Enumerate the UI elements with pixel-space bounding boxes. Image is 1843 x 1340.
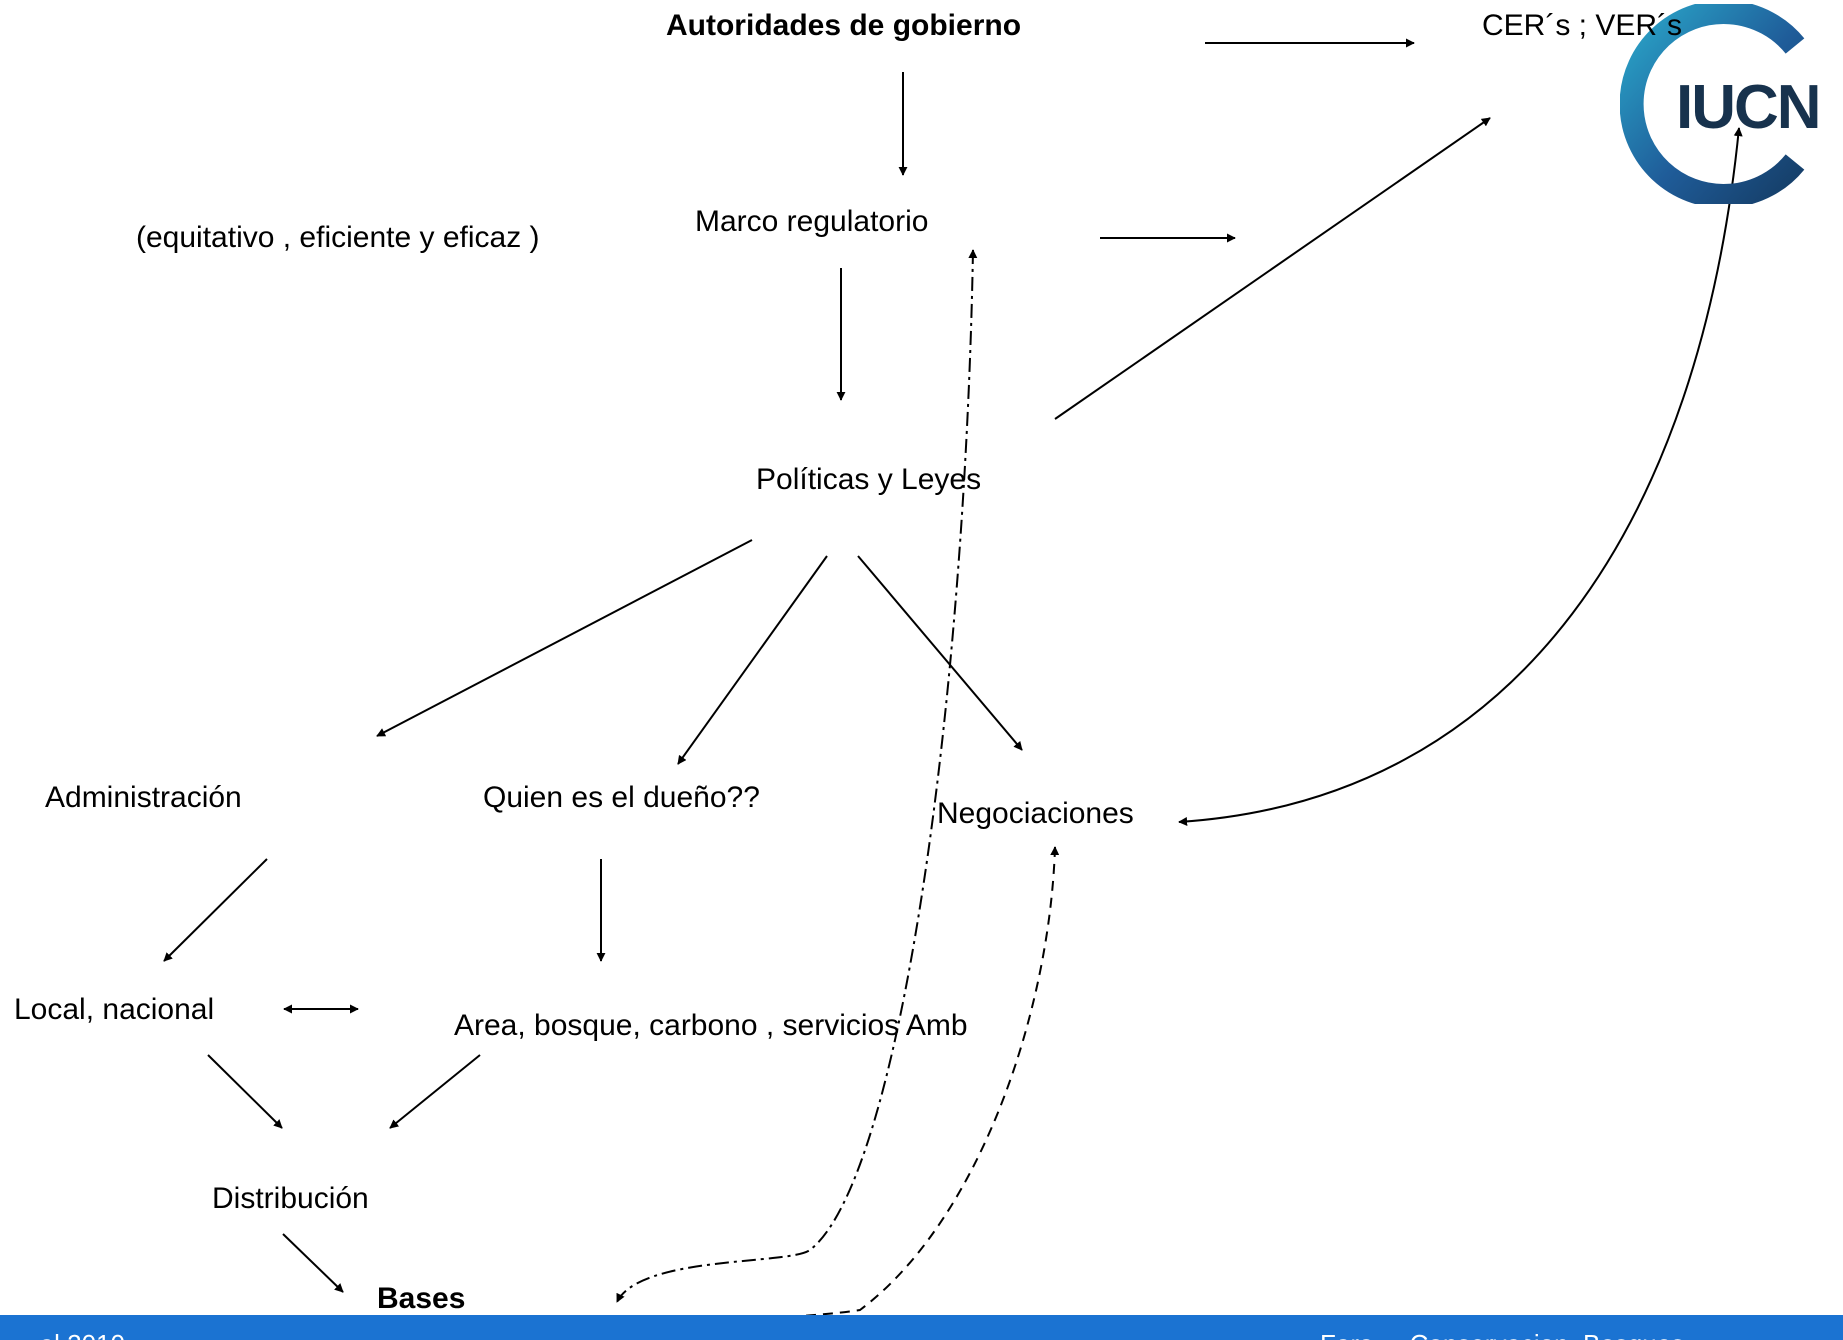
node-bases: Bases: [377, 1282, 466, 1315]
edge-politicas-cers: [1054, 117, 1491, 420]
node-negociaciones: Negociaciones: [937, 797, 1134, 830]
edge-distribucion-bases: [282, 1233, 344, 1293]
footer-bar: ...al 2010 Foro ... Conservacion, Bosque…: [0, 1315, 1843, 1340]
edge-politicas-quien: [677, 555, 828, 765]
edge-politicas-negociaciones: [857, 555, 1023, 751]
edge-cers-negociaciones: [1178, 127, 1743, 826]
node-local: Local, nacional: [14, 993, 215, 1026]
node-quien: Quien es el dueño??: [483, 781, 760, 814]
footer-left-text: ...al 2010: [18, 1329, 125, 1340]
node-administracion: Administración: [45, 781, 242, 814]
node-equitativo: (equitativo , eficiente y eficaz ): [136, 221, 540, 254]
node-autoridades: Autoridades de gobierno: [666, 9, 1022, 42]
footer-right-text: Foro ... Conservacion, Bosques...: [1320, 1329, 1706, 1340]
node-distribucion: Distribución: [212, 1182, 369, 1215]
node-cers: CER´s ; VER´s: [1482, 9, 1683, 42]
edge-administracion-local: [163, 858, 268, 962]
node-area: Area, bosque, carbono , servicios Amb: [454, 1009, 968, 1042]
edge-area-distribucion: [389, 1054, 481, 1129]
edge-politicas-administracion: [376, 539, 753, 737]
iucn-logo: IUCN: [1619, 0, 1830, 208]
logo-ring-icon: [1619, 0, 1805, 208]
node-politicas: Políticas y Leyes: [756, 463, 982, 496]
logo-text: IUCN: [1676, 73, 1822, 142]
edge-marco-bases: [616, 249, 978, 1303]
edge-negociaciones-bases: [571, 846, 1060, 1336]
edge-local-distribucion: [207, 1054, 283, 1129]
node-marco: Marco regulatorio: [695, 205, 929, 238]
